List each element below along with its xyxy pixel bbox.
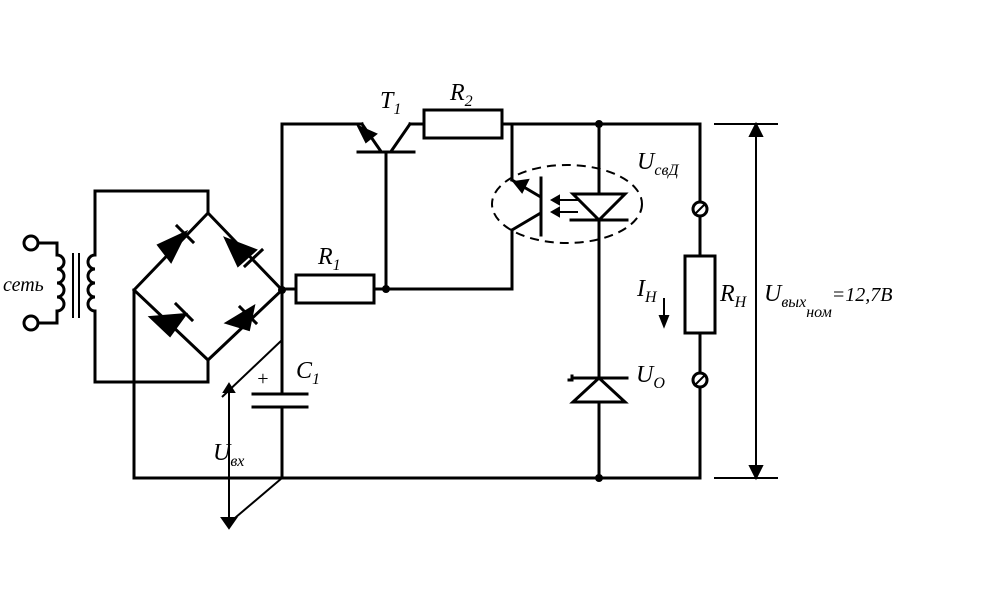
uin-label: Uвх bbox=[213, 440, 244, 470]
mains-lead-top bbox=[36, 241, 59, 257]
load: RН IН bbox=[636, 200, 748, 389]
wire-collector-phototransistor bbox=[500, 122, 514, 182]
transformer bbox=[55, 189, 210, 384]
load-resistor bbox=[683, 254, 717, 335]
node-top-led bbox=[595, 120, 603, 128]
phototransistor-arrow bbox=[512, 178, 530, 194]
c1-label: C1 bbox=[296, 358, 320, 388]
wire-r2-right bbox=[500, 122, 702, 204]
zener-bar bbox=[567, 374, 629, 382]
input-voltage-indicator: Uвх bbox=[213, 339, 283, 530]
mains-input bbox=[22, 234, 59, 332]
uout-label: Uвыхном=12,7В bbox=[764, 281, 893, 321]
t1-label: T1 bbox=[380, 88, 401, 118]
wire-bridge-left-to-ground bbox=[132, 288, 702, 480]
mains-label: сеть bbox=[3, 274, 44, 296]
bridge-diode-4 bbox=[223, 303, 259, 332]
u0-label: UО bbox=[636, 362, 665, 392]
wire-bridge-plus-up bbox=[280, 122, 364, 292]
resistor-r2: R2 bbox=[422, 80, 504, 140]
t1-right-lead bbox=[389, 121, 413, 153]
secondary-lead-bottom bbox=[93, 309, 210, 384]
output-voltage-indicator: Uвыхном=12,7В bbox=[714, 121, 893, 481]
wire-r1-right bbox=[372, 228, 514, 291]
resistor-r1: R1 bbox=[294, 244, 376, 305]
led-body bbox=[569, 192, 629, 223]
c1-plus-sign: + bbox=[256, 368, 270, 390]
r2-label: R2 bbox=[449, 80, 473, 110]
optocoupler-outline bbox=[491, 164, 643, 244]
iload-label: IН bbox=[636, 276, 658, 306]
node-bottom-zener bbox=[595, 474, 603, 482]
rload-label: RН bbox=[719, 281, 748, 311]
mains-lead-bottom bbox=[36, 309, 59, 325]
zener-body bbox=[569, 375, 629, 404]
transistor-t1: T1 bbox=[355, 88, 416, 154]
wiring bbox=[132, 120, 702, 482]
mains-terminal-bottom bbox=[22, 314, 40, 332]
bridge-outline bbox=[131, 210, 285, 363]
transformer-primary-coil bbox=[55, 253, 66, 313]
bridge-diode-3 bbox=[147, 301, 195, 338]
optocoupler: UсвД bbox=[491, 149, 679, 244]
uled-label: UсвД bbox=[637, 149, 679, 179]
secondary-lead-top bbox=[93, 189, 210, 257]
r1-label: R1 bbox=[317, 244, 341, 274]
zener-u0: UО bbox=[567, 362, 665, 404]
bridge-diode-2 bbox=[223, 236, 265, 269]
t1-emitter-arrow bbox=[355, 123, 378, 144]
mains-terminal-top bbox=[22, 234, 40, 252]
node-r1-base bbox=[382, 285, 390, 293]
bridge-diode-1 bbox=[156, 223, 196, 264]
diode-bridge bbox=[131, 210, 286, 363]
capacitor-c1: + C1 bbox=[251, 358, 320, 409]
transformer-secondary-coil bbox=[86, 253, 97, 313]
